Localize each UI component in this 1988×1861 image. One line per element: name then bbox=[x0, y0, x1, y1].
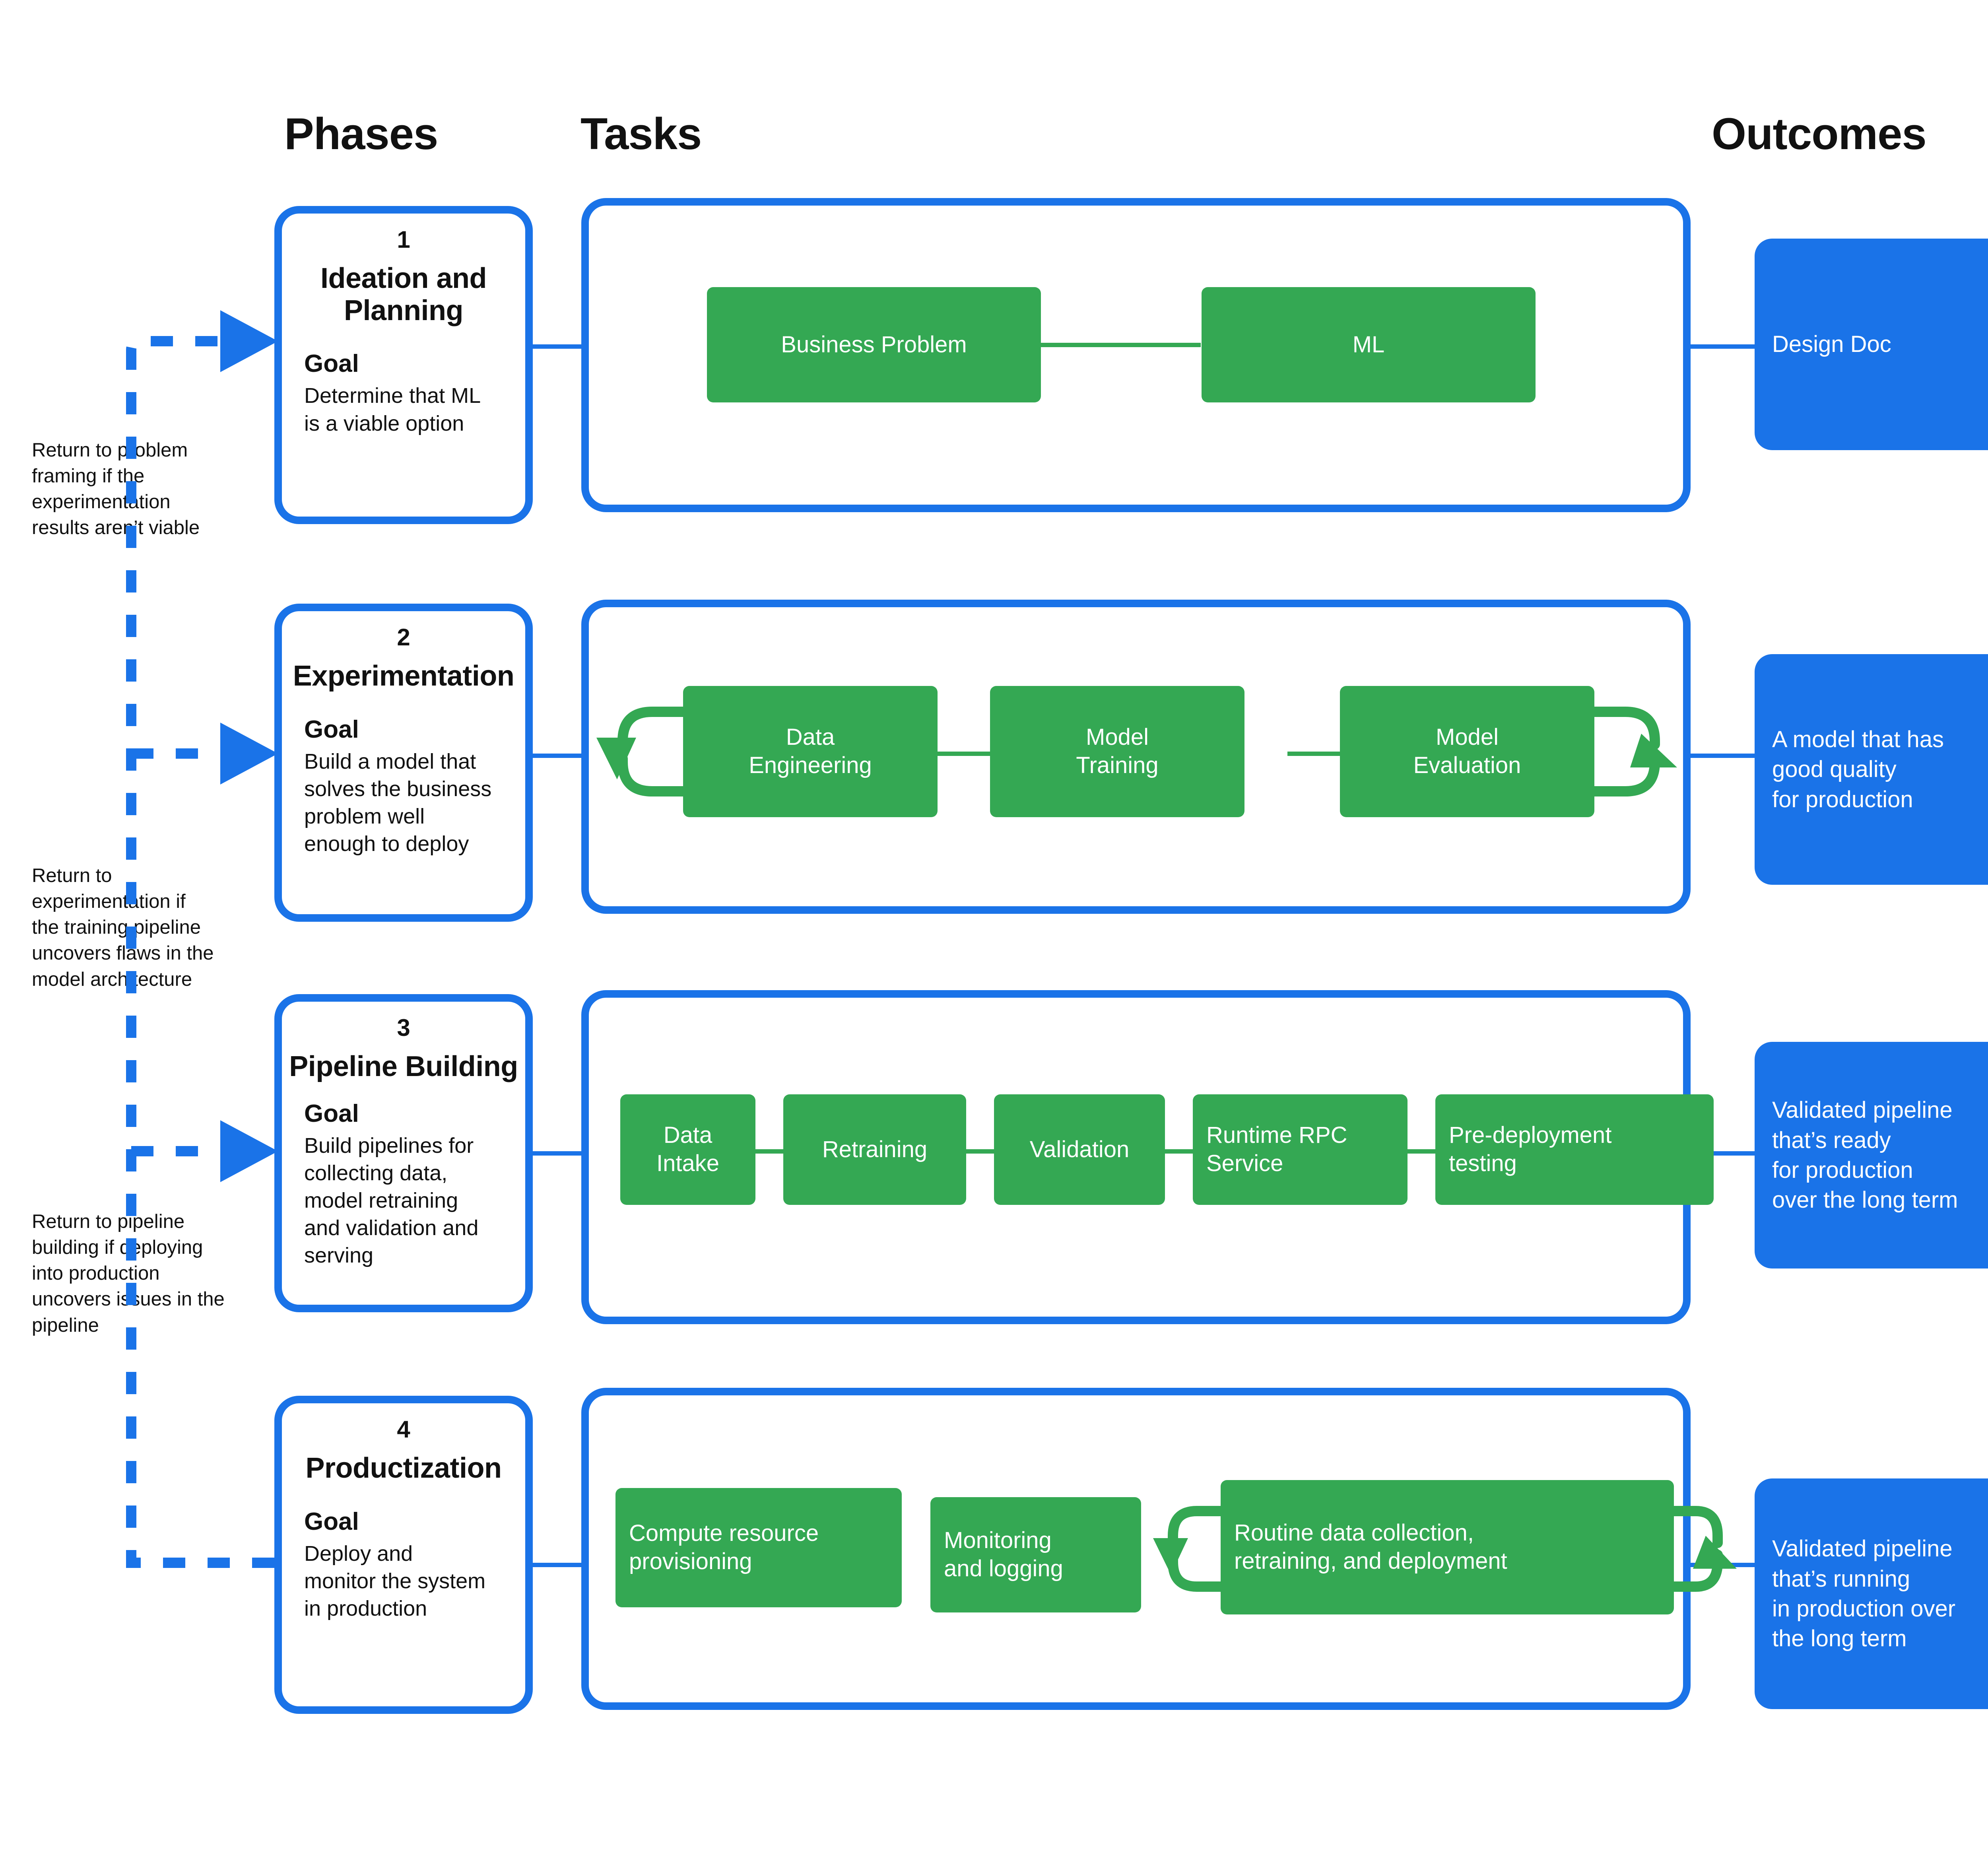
task-chip-pre-deployment-testing[interactable]: Pre-deployment testing bbox=[1435, 1094, 1714, 1205]
goal-label-2: Goal bbox=[304, 715, 359, 743]
phase-goal-3: Goal Build pipelines for collecting data… bbox=[304, 1100, 525, 1270]
outcome-box-4[interactable]: Validated pipeline that’s running in pro… bbox=[1755, 1478, 1988, 1709]
phase-title-1: Ideation and Planning bbox=[320, 262, 487, 326]
task-chip-data-intake[interactable]: Data Intake bbox=[620, 1094, 755, 1205]
phase-card-2[interactable]: 2 Experimentation Goal Build a model tha… bbox=[274, 604, 533, 922]
task-chip-ml[interactable]: ML bbox=[1202, 287, 1536, 402]
connector-tasks3-outcome bbox=[1686, 1151, 1757, 1156]
task-chip-routine-data-collection[interactable]: Routine data collection, retraining, and… bbox=[1221, 1480, 1674, 1614]
task-connector-2-1 bbox=[934, 752, 990, 756]
note-return-to-experimentation: Return to experimentation if the trainin… bbox=[32, 865, 214, 990]
note-return-to-problem-framing: Return to problem framing if the experim… bbox=[32, 439, 200, 539]
goal-label-3: Goal bbox=[304, 1100, 359, 1127]
connector-phase1-tasks bbox=[529, 344, 584, 349]
task-chip-runtime-rpc-service[interactable]: Runtime RPC Service bbox=[1193, 1094, 1408, 1205]
task-chip-retraining[interactable]: Retraining bbox=[783, 1094, 966, 1205]
phase-number-4: 4 bbox=[397, 1416, 410, 1443]
phase-card-4[interactable]: 4 Productization Goal Deploy and monitor… bbox=[274, 1396, 533, 1714]
task-connector-3-4 bbox=[1404, 1149, 1439, 1154]
phase-card-3[interactable]: 3 Pipeline Building Goal Build pipelines… bbox=[274, 994, 533, 1312]
outcome-box-2[interactable]: A model that has good quality for produc… bbox=[1755, 654, 1988, 885]
note-return-to-pipeline-building: Return to pipeline building if deploying… bbox=[32, 1211, 225, 1336]
column-header-phases: Phases bbox=[284, 109, 438, 159]
phase-goal-1: Goal Determine that ML is a viable optio… bbox=[304, 350, 525, 437]
outcome-box-3[interactable]: Validated pipeline that’s ready for prod… bbox=[1755, 1042, 1988, 1269]
task-chip-business-problem[interactable]: Business Problem bbox=[707, 287, 1041, 402]
column-header-outcomes: Outcomes bbox=[1712, 109, 1927, 159]
phase-title-2: Experimentation bbox=[293, 660, 514, 692]
phase-goal-2: Goal Build a model that solves the busin… bbox=[304, 716, 525, 858]
goal-text-2: Build a model that solves the business p… bbox=[304, 749, 492, 856]
task-chip-model-evaluation[interactable]: Model Evaluation bbox=[1340, 686, 1594, 817]
connector-phase2-tasks bbox=[529, 754, 584, 758]
goal-label-1: Goal bbox=[304, 350, 359, 378]
task-connector-2-2 bbox=[1287, 752, 1343, 756]
task-connector-3-3 bbox=[1161, 1149, 1197, 1154]
task-chip-data-engineering[interactable]: Data Engineering bbox=[683, 686, 938, 817]
connector-phase3-tasks bbox=[529, 1151, 584, 1156]
outcome-box-1[interactable]: Design Doc bbox=[1755, 239, 1988, 450]
phase-number-3: 3 bbox=[397, 1014, 410, 1041]
phase-number-1: 1 bbox=[397, 226, 410, 253]
phase-title-4: Productization bbox=[305, 1452, 502, 1484]
goal-text-1: Determine that ML is a viable option bbox=[304, 384, 481, 435]
connector-phase4-tasks bbox=[529, 1563, 584, 1567]
task-chip-monitoring-and-logging[interactable]: Monitoring and logging bbox=[930, 1497, 1141, 1612]
connector-tasks4-outcome bbox=[1686, 1563, 1757, 1567]
connector-tasks1-outcome bbox=[1686, 344, 1757, 349]
phase-goal-4: Goal Deploy and monitor the system in pr… bbox=[304, 1508, 525, 1623]
phase-title-3: Pipeline Building bbox=[289, 1051, 518, 1082]
phase-number-2: 2 bbox=[397, 624, 410, 651]
goal-text-3: Build pipelines for collecting data, mod… bbox=[304, 1133, 479, 1268]
task-chip-model-training[interactable]: Model Training bbox=[990, 686, 1244, 817]
goal-text-4: Deploy and monitor the system in product… bbox=[304, 1541, 486, 1621]
task-connector-1-1 bbox=[1034, 343, 1201, 347]
connector-tasks2-outcome bbox=[1686, 754, 1757, 758]
task-connector-3-2 bbox=[962, 1149, 998, 1154]
goal-label-4: Goal bbox=[304, 1507, 359, 1535]
task-chip-compute-resource-provisioning[interactable]: Compute resource provisioning bbox=[615, 1488, 902, 1607]
task-connector-3-1 bbox=[751, 1149, 787, 1154]
dashed-arrow-to-phase-1 bbox=[126, 310, 278, 372]
task-chip-validation[interactable]: Validation bbox=[994, 1094, 1165, 1205]
column-header-tasks: Tasks bbox=[580, 109, 702, 159]
phase-card-1[interactable]: 1 Ideation and Planning Goal Determine t… bbox=[274, 206, 533, 524]
